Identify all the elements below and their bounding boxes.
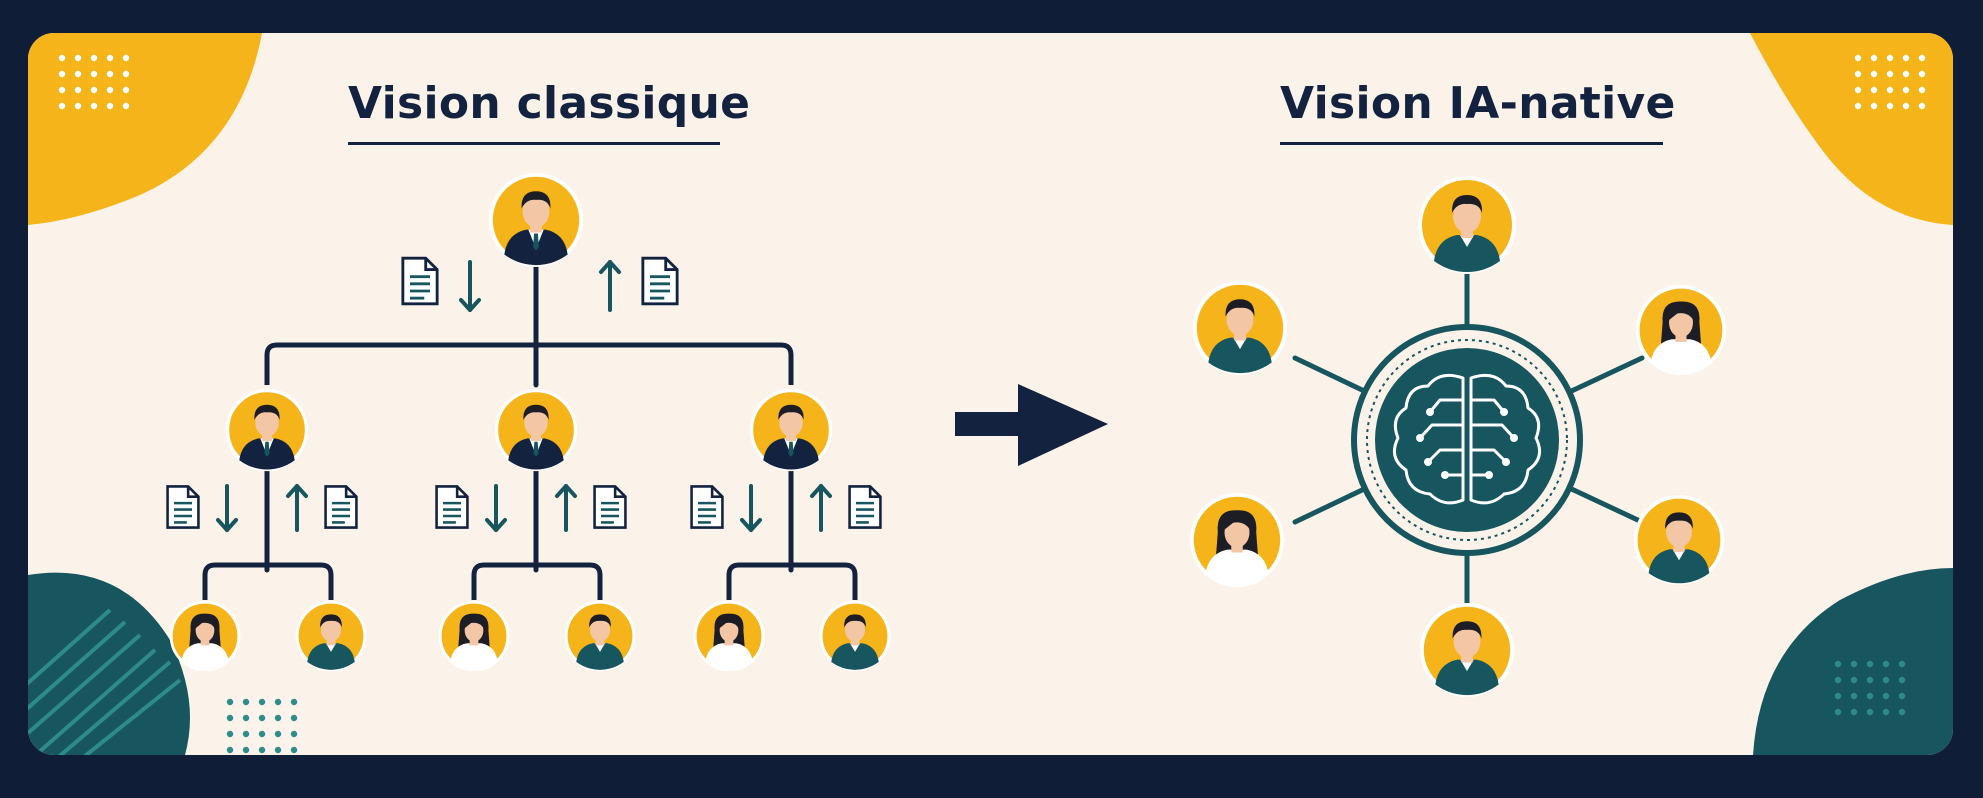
document-icon — [690, 485, 724, 529]
dot-grid-top-left — [58, 54, 130, 110]
decorative-corners — [28, 33, 1953, 755]
brain-circuit-icon — [1392, 373, 1542, 505]
arrow-right-icon — [955, 384, 1108, 466]
person-male-icon — [819, 600, 891, 672]
arrow-up-icon — [599, 260, 621, 312]
person-male-icon — [1419, 602, 1515, 698]
tree-branch-level2-3 — [726, 562, 858, 600]
dot-grid-top-right — [1854, 54, 1926, 110]
tree-branch-level2-1 — [202, 562, 334, 600]
person-male-icon — [564, 600, 636, 672]
document-icon — [593, 485, 627, 529]
title-ai-native-underline — [1280, 142, 1663, 145]
dot-grid-bottom-right — [1834, 660, 1906, 716]
title-classic-underline — [348, 142, 720, 145]
document-icon — [166, 485, 200, 529]
person-female-icon — [438, 600, 510, 672]
tree-branch-level1 — [264, 342, 794, 385]
arrow-down-icon — [459, 260, 481, 312]
document-icon — [401, 256, 439, 306]
document-icon — [324, 485, 358, 529]
person-male-icon — [488, 172, 584, 268]
person-female-icon — [693, 600, 765, 672]
document-icon — [848, 485, 882, 529]
title-classic-vision: Vision classique — [348, 78, 751, 129]
arrow-up-icon — [555, 484, 577, 532]
person-male-icon — [295, 600, 367, 672]
document-icon — [641, 256, 679, 306]
arrow-down-icon — [485, 484, 507, 532]
title-ai-native-vision: Vision IA-native — [1280, 78, 1676, 129]
person-male-icon — [749, 388, 833, 472]
document-flows — [166, 256, 882, 532]
arrow-down-icon — [216, 484, 238, 532]
corner-shape-top-right — [1750, 33, 1953, 225]
dot-grid-bottom-left — [226, 698, 298, 754]
person-male-icon — [1192, 280, 1288, 376]
person-female-icon — [1635, 284, 1727, 376]
arrow-up-icon — [810, 484, 832, 532]
arrow-up-icon — [286, 484, 308, 532]
person-female-icon — [169, 600, 241, 672]
brain-hub — [1351, 324, 1583, 556]
person-male-icon — [1418, 176, 1516, 274]
tree-branch-level2-2 — [471, 562, 603, 600]
document-icon — [435, 485, 469, 529]
arrow-down-icon — [740, 484, 762, 532]
person-male-icon — [1633, 494, 1725, 586]
dot-patterns — [58, 54, 1926, 754]
corner-shape-top-left — [28, 33, 262, 225]
person-female-icon — [1189, 492, 1285, 588]
person-male-icon — [225, 388, 309, 472]
person-male-icon — [494, 388, 578, 472]
